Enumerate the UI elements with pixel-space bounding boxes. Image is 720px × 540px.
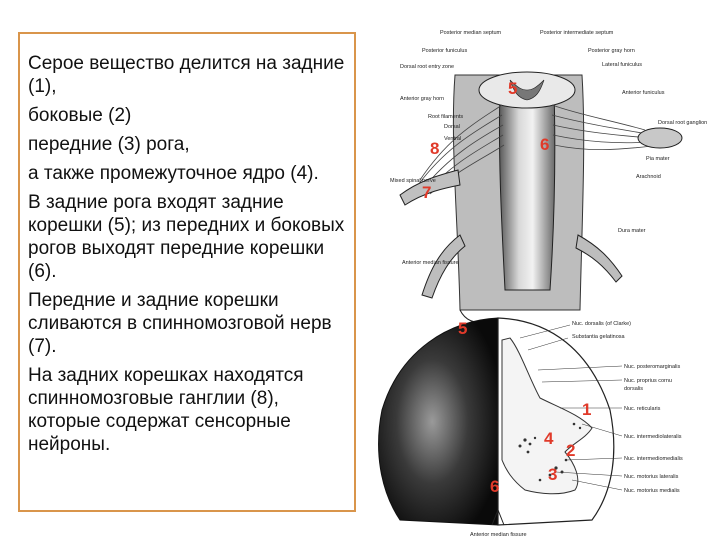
top-figure-labels: Posterior median septum Posterior interm… <box>390 30 707 266</box>
paragraph-roots: В задние рога входят задние корешки (5);… <box>28 192 345 282</box>
number-1-bottom: 1 <box>582 400 591 419</box>
number-7-top: 7 <box>422 183 431 202</box>
label-anterior-funiculus: Anterior funiculus <box>622 90 665 96</box>
gray-matter-outline <box>501 337 593 495</box>
number-4-bottom: 4 <box>544 429 554 448</box>
paragraph-lateral-horns: боковые (2) <box>28 105 132 126</box>
lower-nerve-right <box>575 234 623 283</box>
gray-matter-butterfly <box>509 79 545 101</box>
number-5-top: 5 <box>508 79 517 98</box>
bottom-figure-numbers: 5 1 4 2 3 6 <box>458 319 591 496</box>
label-anterior-median-fissure-top: Anterior median fissure <box>402 260 459 266</box>
bottom-figure-labels: Nuc. dorsalis (of Clarke) Substantia gel… <box>470 321 683 538</box>
label-anterior-median-fissure-bottom: Anterior median fissure <box>470 532 527 538</box>
paragraph-anterior-horns: передние (3) рога, <box>28 134 190 155</box>
label-dura-mater: Dura mater <box>618 228 646 234</box>
nucleus-dots <box>518 422 582 482</box>
leader-lines <box>519 324 623 491</box>
label-ventral: Ventral <box>444 136 461 142</box>
top-figure-numbers: 5 6 8 7 <box>422 79 549 202</box>
label-nuc-intermediomedialis: Nuc. intermediomedialis <box>624 456 683 462</box>
number-3-bottom: 3 <box>548 465 557 484</box>
paragraph-spinal-nerve: Передние и задние корешки сливаются в сп… <box>28 290 332 357</box>
dorsal-root-ganglion-right <box>637 127 683 149</box>
label-dorsal-root-ganglion: Dorsal root ganglion <box>658 120 707 126</box>
paragraph-intermediate-nucleus: а также промежуточное ядро (4). <box>28 163 319 184</box>
spinal-cord-cross-section <box>378 317 623 526</box>
label-posterior-median-septum: Posterior median septum <box>440 30 502 36</box>
number-5-bottom: 5 <box>458 319 467 338</box>
label-posterior-funiculus: Posterior funiculus <box>422 48 467 54</box>
label-mixed-spinal-nerve: Mixed spinal nerve <box>390 178 436 184</box>
text-panel: Серое вещество делится на задние (1), бо… <box>18 32 356 512</box>
label-posterior-gray-horn: Posterior gray horn <box>588 48 635 54</box>
anterior-median-fissure-notch <box>491 508 505 526</box>
paragraph-ganglia: На задних корешках находятся спинномозго… <box>28 365 304 455</box>
label-pia-mater: Pia mater <box>646 156 670 162</box>
label-posterior-intermediate-septum: Posterior intermediate septum <box>540 30 614 36</box>
stained-left-half <box>378 317 499 526</box>
label-lateral-funiculus: Lateral funiculus <box>602 62 642 68</box>
label-anterior-gray-horn: Anterior gray horn <box>400 96 444 102</box>
label-arachnoid: Arachnoid <box>636 174 661 180</box>
label-dorsal-root-entry-zone: Dorsal root entry zone <box>400 64 454 70</box>
label-nuc-dorsalis: Nuc. dorsalis (of Clarke) <box>572 321 631 327</box>
label-nuc-intermediolateralis: Nuc. intermediolateralis <box>624 434 682 440</box>
label-nuc-motorius-lateralis: Nuc. motorius lateralis <box>624 474 679 480</box>
number-6-top: 6 <box>540 135 549 154</box>
label-root-filaments: Root filaments <box>428 114 463 120</box>
label-nuc-reticularis: Nuc. reticularis <box>624 406 661 412</box>
spinal-cord-3d <box>399 71 683 323</box>
paragraph-gray-matter: Серое вещество делится на задние (1), <box>28 53 345 97</box>
mixed-spinal-nerve-left <box>399 169 461 206</box>
number-8-top: 8 <box>430 139 439 158</box>
label-dorsal: Dorsal <box>444 124 460 130</box>
label-nuc-motorius-medialis: Nuc. motorius medialis <box>624 488 680 494</box>
number-6-bottom: 6 <box>490 477 499 496</box>
label-nuc-proprius-cornu: Nuc. proprius cornu <box>624 378 672 384</box>
cord-body <box>498 89 556 291</box>
label-nuc-posteromarginalis: Nuc. posteromarginalis <box>624 364 680 370</box>
number-2-bottom: 2 <box>566 441 575 460</box>
label-nuc-proprius-cornu-2: dorsalis <box>624 386 643 392</box>
lower-nerve-left <box>421 234 466 299</box>
spinal-cord-illustration: Posterior median septum Posterior interm… <box>378 30 707 538</box>
label-substantia-gelatinosa: Substantia gelatinosa <box>572 334 626 340</box>
